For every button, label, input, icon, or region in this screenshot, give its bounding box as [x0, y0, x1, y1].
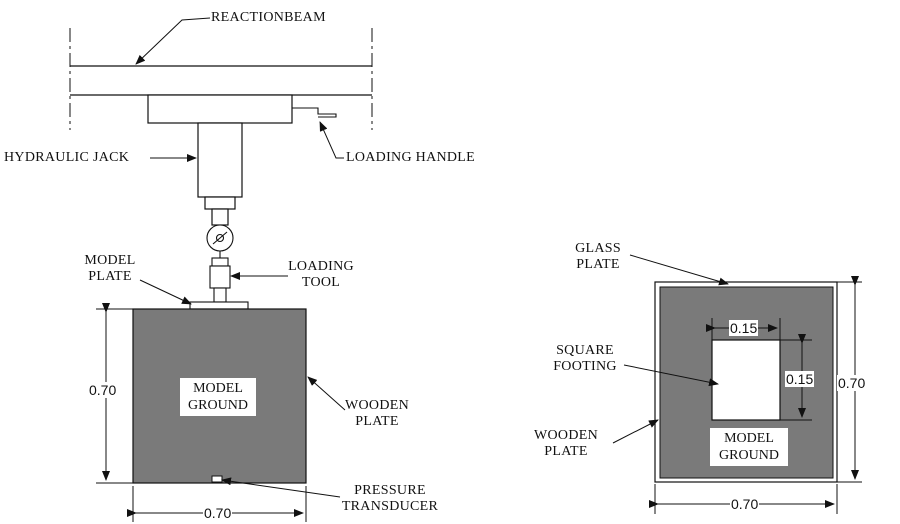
proving-ring	[206, 224, 234, 258]
square-footing-leader	[623, 364, 719, 387]
reaction-beam-label: REACTIONBEAM	[211, 10, 326, 25]
pressure-transducer-label: PRESSURE TRANSDUCER	[330, 483, 450, 515]
loading-handle	[292, 107, 337, 118]
loading-tool	[209, 257, 231, 303]
plan-box-width-dimension: 0.70	[730, 496, 760, 512]
elevation-width-dimension: 0.70	[203, 505, 233, 521]
loading-tool-label: LOADING TOOL	[287, 259, 355, 291]
model-plate-leader	[139, 279, 192, 305]
plan-model-ground-label-line1: MODEL	[724, 431, 774, 446]
loading-handle-leader	[319, 121, 344, 159]
hydraulic-jack-label: HYDRAULIC JACK	[4, 150, 130, 165]
model-ground-label-line1: MODEL	[193, 381, 243, 396]
footing-width-dimension: 0.15	[729, 320, 759, 336]
reaction-beam-leader	[135, 17, 211, 65]
plan-model-ground-label-line2: GROUND	[719, 448, 779, 463]
loading-tool-label-line1: LOADING	[288, 259, 354, 274]
square-footing	[711, 339, 781, 421]
square-footing-label-line2: FOOTING	[553, 359, 617, 374]
pressure-transducer	[211, 475, 223, 483]
glass-plate-label-line2: PLATE	[576, 257, 620, 272]
model-plate	[189, 301, 249, 310]
plan-wooden-plate-label: WOODEN PLATE	[526, 428, 606, 460]
pressure-transducer-leader	[221, 477, 341, 498]
loading-handle-label: LOADING HANDLE	[346, 150, 476, 165]
model-ground-label: MODEL GROUND	[180, 378, 256, 416]
glass-plate-label: GLASS PLATE	[568, 241, 628, 273]
plan-wooden-plate-leader	[612, 419, 659, 444]
pressure-transducer-label-line2: TRANSDUCER	[341, 499, 439, 514]
plan-box-height-dimension: 0.70	[837, 375, 867, 391]
plan-model-ground-label: MODEL GROUND	[710, 428, 788, 466]
model-plate-label: MODEL PLATE	[82, 253, 138, 285]
model-plate-label-line1: MODEL	[84, 253, 136, 268]
wooden-plate-leader	[307, 376, 346, 411]
wooden-plate-label-line2: PLATE	[355, 414, 399, 429]
model-plate-label-line2: PLATE	[88, 269, 132, 284]
loading-tool-label-line2: TOOL	[301, 275, 341, 290]
hydraulic-jack	[147, 94, 293, 226]
wooden-plate-label: WOODEN PLATE	[342, 398, 412, 430]
plan-wooden-plate-label-line2: PLATE	[544, 444, 588, 459]
glass-plate-label-line1: GLASS	[575, 241, 621, 256]
wooden-plate-label-line1: WOODEN	[344, 398, 409, 413]
glass-plate-leader	[629, 254, 729, 286]
plan-wooden-plate-label-line1: WOODEN	[533, 428, 598, 443]
square-footing-label: SQUARE FOOTING	[546, 343, 624, 375]
footing-height-dimension: 0.15	[785, 371, 815, 387]
square-footing-label-line1: SQUARE	[556, 343, 614, 358]
model-ground-label-line2: GROUND	[188, 398, 248, 413]
pressure-transducer-label-line1: PRESSURE	[354, 483, 426, 498]
elevation-height-dimension: 0.70	[88, 382, 118, 398]
